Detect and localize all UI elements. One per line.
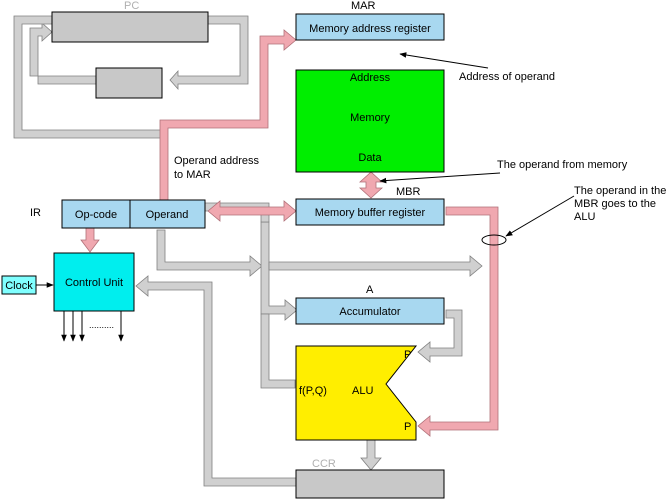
- annotation-arrow-operand-memory: [379, 172, 501, 184]
- memory-address-label: Address: [350, 72, 391, 84]
- pc-register: [51, 11, 209, 43]
- ccr-label: CCR: [312, 458, 336, 470]
- accumulator-label: Accumulator: [339, 306, 400, 318]
- alu-p-bottom: P: [404, 421, 411, 433]
- mar-label: MAR: [351, 0, 376, 12]
- a-label: A: [366, 284, 374, 296]
- annotation-mbr-alu-1: The operand in the: [574, 185, 666, 197]
- annotation-arrow-address: [399, 52, 489, 69]
- ccr-register: [295, 469, 445, 499]
- mar-register: [295, 13, 445, 41]
- memory-label: Memory: [350, 112, 390, 124]
- annotation-operand-address-1: Operand address: [174, 155, 259, 167]
- pc-incrementer-box: [95, 67, 163, 99]
- alu-label: ALU: [352, 385, 373, 397]
- pink-buses: [80, 29, 499, 437]
- control-unit: [53, 252, 135, 312]
- alu-fpq: f(P,Q): [299, 385, 327, 397]
- annotation-operand-address-2: to MAR: [174, 169, 211, 181]
- alu-shape: [295, 345, 418, 441]
- annotation-address-of-operand: Address of operand: [459, 71, 555, 83]
- ir-label: IR: [30, 207, 41, 219]
- annotation-ellipse: [481, 234, 507, 246]
- mbr-register: [295, 198, 445, 226]
- ir-opcode-field: [61, 199, 131, 229]
- memory-data-label: Data: [358, 152, 382, 164]
- alu-p-top: P: [404, 349, 411, 361]
- memory-block: [295, 69, 445, 173]
- clock-label: Clock: [5, 280, 33, 292]
- annotation-mbr-alu-2: MBR goes to the: [574, 198, 656, 210]
- annotation-operand-from-memory: The operand from memory: [497, 159, 628, 171]
- ir-operand-field: [129, 199, 206, 229]
- mbr-label: MBR: [396, 186, 421, 198]
- mar-register-label: Memory address register: [309, 23, 431, 35]
- accumulator-register: [295, 297, 445, 325]
- control-unit-label: Control Unit: [65, 277, 123, 289]
- mbr-register-label: Memory buffer register: [315, 207, 426, 219]
- control-signals: [61, 311, 124, 342]
- control-dots: ..........: [89, 320, 114, 330]
- ir-opcode-label: Op-code: [75, 209, 117, 221]
- ir-operand-label: Operand: [146, 209, 189, 221]
- annotation-arrow-mbr-alu: [505, 195, 575, 237]
- annotation-mbr-alu-3: ALU: [574, 211, 595, 223]
- pc-label: PC: [124, 0, 139, 12]
